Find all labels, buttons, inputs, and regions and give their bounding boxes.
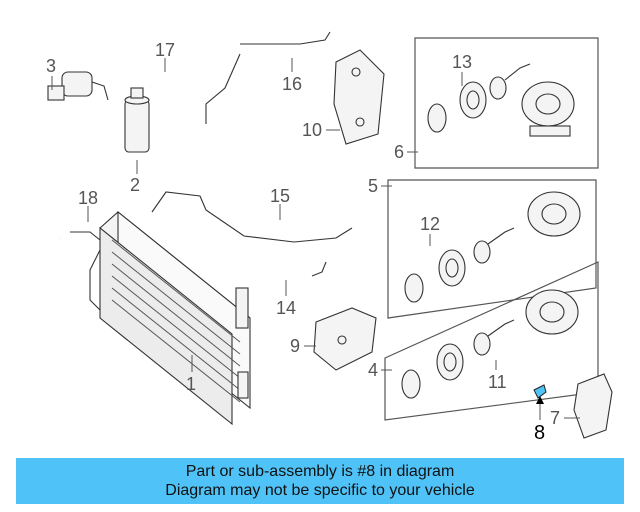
highlighted-part-8 xyxy=(533,384,547,399)
condenser xyxy=(89,210,251,426)
receiver-drier xyxy=(124,87,150,153)
hose-lines xyxy=(39,31,353,277)
callout-9: 9 xyxy=(290,336,300,356)
compressor-middle xyxy=(527,191,581,237)
callout-14: 14 xyxy=(276,298,296,318)
callout-3: 3 xyxy=(46,56,56,76)
pressure-switch xyxy=(47,71,109,101)
callout-4: 4 xyxy=(368,360,378,380)
parts-diagram: 1 2 3 4 5 6 7 8 9 10 11 12 13 14 15 16 1… xyxy=(39,31,613,444)
callout-15: 15 xyxy=(270,186,290,206)
callout-5: 5 xyxy=(368,176,378,196)
callout-7: 7 xyxy=(550,408,560,428)
callout-12: 12 xyxy=(420,214,440,234)
callout-16: 16 xyxy=(282,74,302,94)
callout-leaders xyxy=(51,58,580,420)
mount-bracket xyxy=(573,373,613,439)
callout-8: 8 xyxy=(534,422,545,444)
callout-13: 13 xyxy=(452,52,472,72)
compressor-upper xyxy=(521,81,575,137)
idler-bracket xyxy=(313,307,377,371)
callout-18: 18 xyxy=(78,188,98,208)
info-banner: Part or sub-assembly is #8 in diagram Di… xyxy=(16,458,624,504)
clutch-assembly-upper xyxy=(427,63,531,133)
clutch-assembly-middle xyxy=(404,227,515,303)
callout-1: 1 xyxy=(186,374,196,394)
banner-line-2: Diagram may not be specific to your vehi… xyxy=(165,482,475,499)
callout-17: 17 xyxy=(155,40,175,60)
group-frame-6 xyxy=(414,37,599,169)
compressor-bracket xyxy=(333,49,385,145)
banner-line-1: Part or sub-assembly is #8 in diagram xyxy=(185,463,455,480)
callout-6: 6 xyxy=(394,142,404,162)
callout-2: 2 xyxy=(130,175,140,195)
clutch-assembly-lower xyxy=(401,319,515,399)
callout-10: 10 xyxy=(302,120,322,140)
compressor-lower xyxy=(525,289,579,335)
group-frame-5 xyxy=(387,179,597,319)
callout-11: 11 xyxy=(488,372,507,392)
